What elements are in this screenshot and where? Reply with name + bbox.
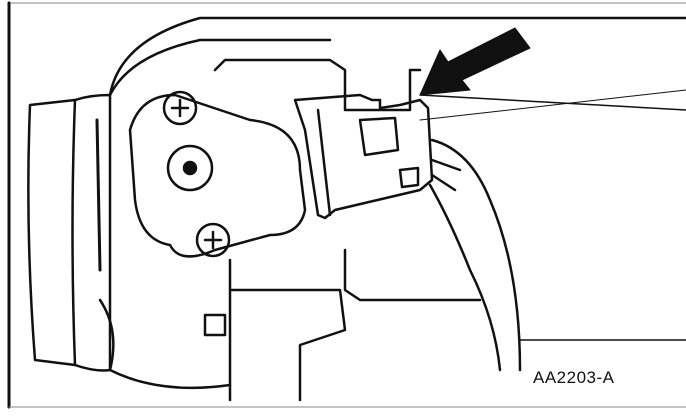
arrow-pointer-icon [419, 27, 531, 96]
figure-label: AA2203-A [533, 368, 615, 387]
electrical-connector [293, 93, 434, 220]
wiring-harness [419, 89, 686, 372]
sensor-body [128, 58, 482, 402]
throttle-body-housing [27, 16, 686, 390]
